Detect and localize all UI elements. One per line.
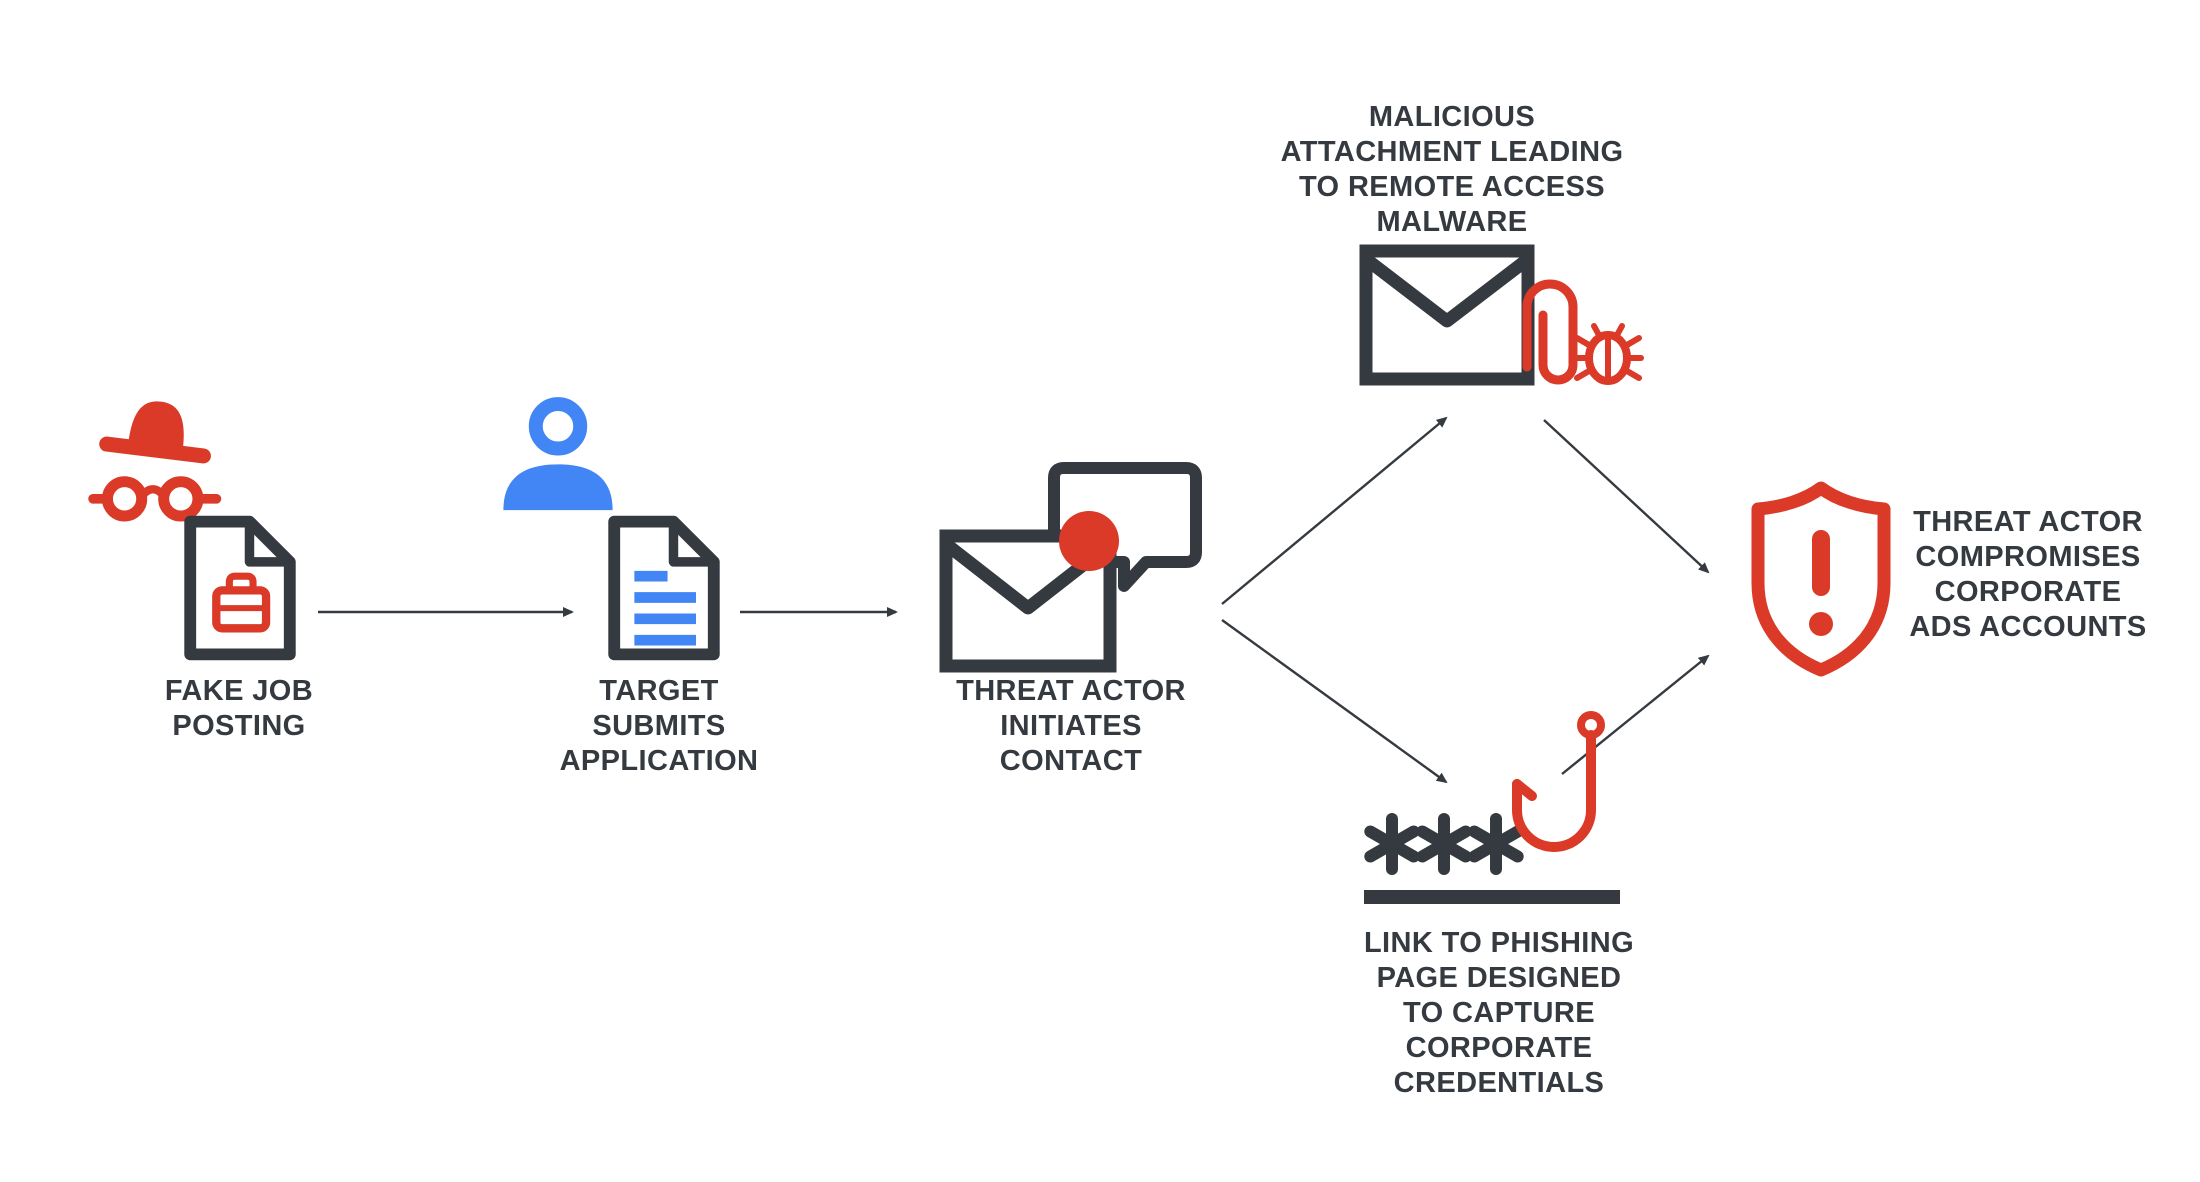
malware-bug-icon bbox=[1572, 323, 1644, 385]
notification-dot-icon bbox=[1059, 511, 1119, 571]
malicious-attachment-label: MALICIOUS ATTACHMENT LEADING TO REMOTE A… bbox=[1232, 100, 1672, 240]
malicious-attachment-icon-group bbox=[1359, 244, 1644, 386]
label-line: CORPORATE bbox=[1934, 576, 2122, 608]
paperclip-icon bbox=[1522, 279, 1578, 385]
phishing-icon-group bbox=[1364, 711, 1620, 904]
underline-bar bbox=[1364, 890, 1620, 904]
email-icon bbox=[1359, 244, 1535, 386]
application-document-icon bbox=[608, 515, 720, 661]
phishing-page-label: LINK TO PHISHING PAGE DESIGNED TO CAPTUR… bbox=[1319, 926, 1679, 1101]
label-line: SUBMITS bbox=[592, 710, 726, 742]
contact-icon-group bbox=[939, 462, 1202, 673]
alert-shield-icon bbox=[1751, 481, 1891, 677]
password-asterisks-icon bbox=[1364, 813, 1524, 875]
phishing-hook-icon bbox=[1512, 711, 1605, 852]
label-line: ADS ACCOUNTS bbox=[1909, 611, 2147, 643]
briefcase-icon bbox=[212, 586, 271, 633]
label-line: FAKE JOB bbox=[164, 675, 314, 707]
compromise-ads-accounts-label: THREAT ACTOR COMPROMISES CORPORATE ADS A… bbox=[1868, 505, 2188, 645]
label-line: PAGE DESIGNED bbox=[1376, 962, 1622, 994]
edge-contact-to-phishing bbox=[1221, 619, 1448, 784]
label-line: TARGET bbox=[599, 675, 719, 707]
person-icon bbox=[503, 397, 613, 511]
label-line: CONTACT bbox=[999, 745, 1143, 777]
job-posting-document-icon bbox=[184, 515, 296, 661]
label-line: LINK TO PHISHING bbox=[1363, 927, 1635, 959]
label-line: MALWARE bbox=[1376, 206, 1528, 238]
label-line: CREDENTIALS bbox=[1393, 1067, 1605, 1099]
target-submits-application-label: TARGET SUBMITS APPLICATION bbox=[509, 674, 809, 779]
label-line: THREAT ACTOR bbox=[1913, 506, 2143, 538]
label-line: TO CAPTURE bbox=[1403, 997, 1595, 1029]
label-line: ATTACHMENT LEADING bbox=[1280, 136, 1624, 168]
label-line: CORPORATE bbox=[1405, 1032, 1593, 1064]
label-line: APPLICATION bbox=[559, 745, 759, 777]
label-line: MALICIOUS bbox=[1368, 101, 1536, 133]
edge-contact-to-attachment bbox=[1221, 416, 1448, 605]
fake-job-posting-label: FAKE JOB POSTING bbox=[89, 674, 389, 744]
exclamation-mark bbox=[1812, 530, 1830, 596]
label-line: INITIATES bbox=[1000, 710, 1142, 742]
incognito-spy-icon bbox=[88, 401, 222, 522]
label-line: COMPROMISES bbox=[1915, 541, 2141, 573]
label-line: POSTING bbox=[172, 710, 306, 742]
label-line: TO REMOTE ACCESS bbox=[1298, 171, 1606, 203]
label-line: THREAT ACTOR bbox=[956, 675, 1186, 707]
threat-actor-initiates-contact-label: THREAT ACTOR INITIATES CONTACT bbox=[921, 674, 1221, 779]
edge-attachment-to-compromise bbox=[1543, 419, 1710, 574]
